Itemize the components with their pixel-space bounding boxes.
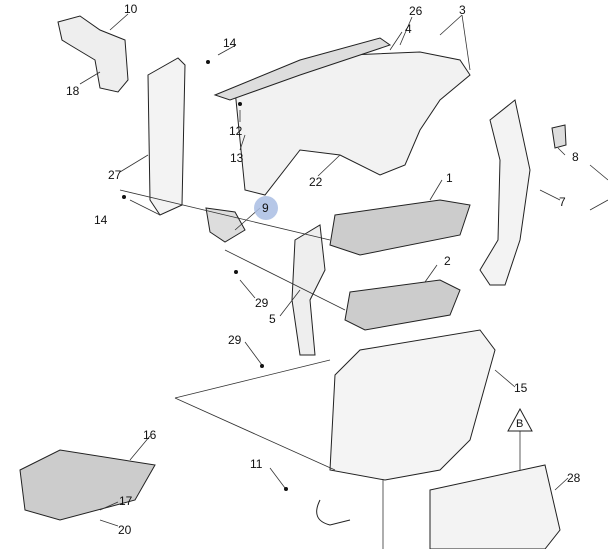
reference-triangle (507, 408, 533, 432)
callout-12: 12 (229, 124, 243, 138)
callout-5: 5 (269, 312, 276, 326)
callout-11: 11 (250, 457, 263, 471)
callout-2: 2 (444, 254, 451, 268)
part-fender-3 (234, 51, 471, 196)
callout-26: 26 (409, 4, 423, 18)
callout-28: 28 (567, 471, 581, 485)
part-28 (429, 464, 561, 549)
callout-1: 1 (446, 171, 453, 185)
callout-22: 22 (309, 175, 323, 189)
callout-29: 29 (255, 296, 269, 310)
highlight-marker (254, 196, 278, 220)
harness (316, 499, 351, 526)
part-pillar-27 (147, 57, 186, 216)
part-step-1 (329, 199, 471, 256)
callout-4: 4 (405, 22, 412, 36)
callout-8: 8 (572, 150, 579, 164)
callout-20: 20 (118, 523, 132, 537)
callout-27: 27 (108, 168, 122, 182)
callout-10: 10 (124, 2, 138, 16)
callout-7: 7 (559, 195, 566, 209)
part-bracket-7 (479, 99, 531, 286)
part-9 (205, 207, 246, 243)
callout-14: 14 (223, 36, 237, 50)
callout-B: B (516, 418, 524, 430)
callout-16: 16 (143, 428, 157, 442)
callout-13: 13 (230, 151, 244, 165)
part-step-2 (344, 279, 461, 331)
callout-9: 9 (262, 201, 269, 215)
part-step-16 (19, 449, 156, 521)
part-bracket-5 (291, 224, 326, 356)
callout-15: 15 (514, 381, 528, 395)
callout-14b: 14 (94, 213, 108, 227)
callout-18: 18 (66, 84, 80, 98)
callout-3: 3 (459, 3, 466, 17)
part-bracket-18 (57, 15, 129, 93)
callout-29b: 29 (228, 333, 242, 347)
part-liner-15 (329, 329, 496, 481)
callout-17: 17 (119, 494, 133, 508)
